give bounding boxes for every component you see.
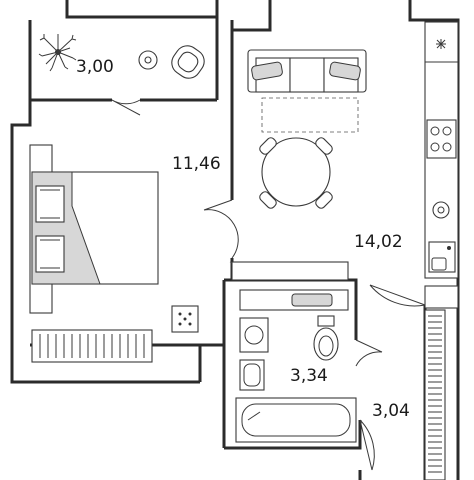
armchair-icon (171, 45, 205, 79)
balcony-furniture (38, 34, 205, 79)
area-bedroom: 11,46 (172, 154, 221, 174)
area-bathroom: 3,34 (290, 366, 328, 386)
area-balcony: 3,00 (76, 57, 114, 77)
balcony-wall (65, 0, 219, 19)
bathroom-furniture (231, 261, 357, 443)
radiator-icon (31, 329, 153, 363)
bath-sink (291, 293, 333, 307)
bedroom-door (203, 199, 239, 259)
balcony-door (111, 99, 141, 116)
entrance-door (359, 419, 375, 471)
bathroom-door (355, 339, 383, 367)
dining-table-icon (259, 137, 333, 209)
fridge-icon (436, 39, 446, 49)
bath-shelf (231, 261, 349, 281)
toilet-icon (313, 315, 339, 361)
stove-icon (426, 119, 457, 159)
plant-icon (38, 34, 77, 72)
hall-door (369, 284, 426, 307)
area-labels: 3,00 11,46 14,02 3,34 3,04 (76, 57, 410, 421)
outer-wall-top (230, 0, 272, 32)
bathroom-wall-bottom (224, 420, 362, 450)
wardrobe-hangers (428, 315, 442, 473)
washing-machine-icon (239, 317, 269, 353)
bathtub-icon (235, 397, 357, 443)
area-living-kitchen: 14,02 (354, 232, 403, 252)
hood-icon (432, 201, 450, 219)
sink-icon (428, 241, 456, 273)
outer-wall-left (10, 100, 200, 384)
area-hallway: 3,04 (372, 401, 410, 421)
sofa-icon (247, 49, 367, 133)
wardrobe (424, 309, 446, 480)
bed-icon (31, 171, 159, 285)
bath-sink-small (239, 359, 265, 391)
socket-box (171, 305, 199, 333)
rug (261, 97, 359, 133)
bedroom-furniture (29, 144, 199, 363)
side-table-inner (144, 56, 152, 64)
counter-end (424, 285, 459, 309)
kitchen-counter (424, 21, 459, 309)
